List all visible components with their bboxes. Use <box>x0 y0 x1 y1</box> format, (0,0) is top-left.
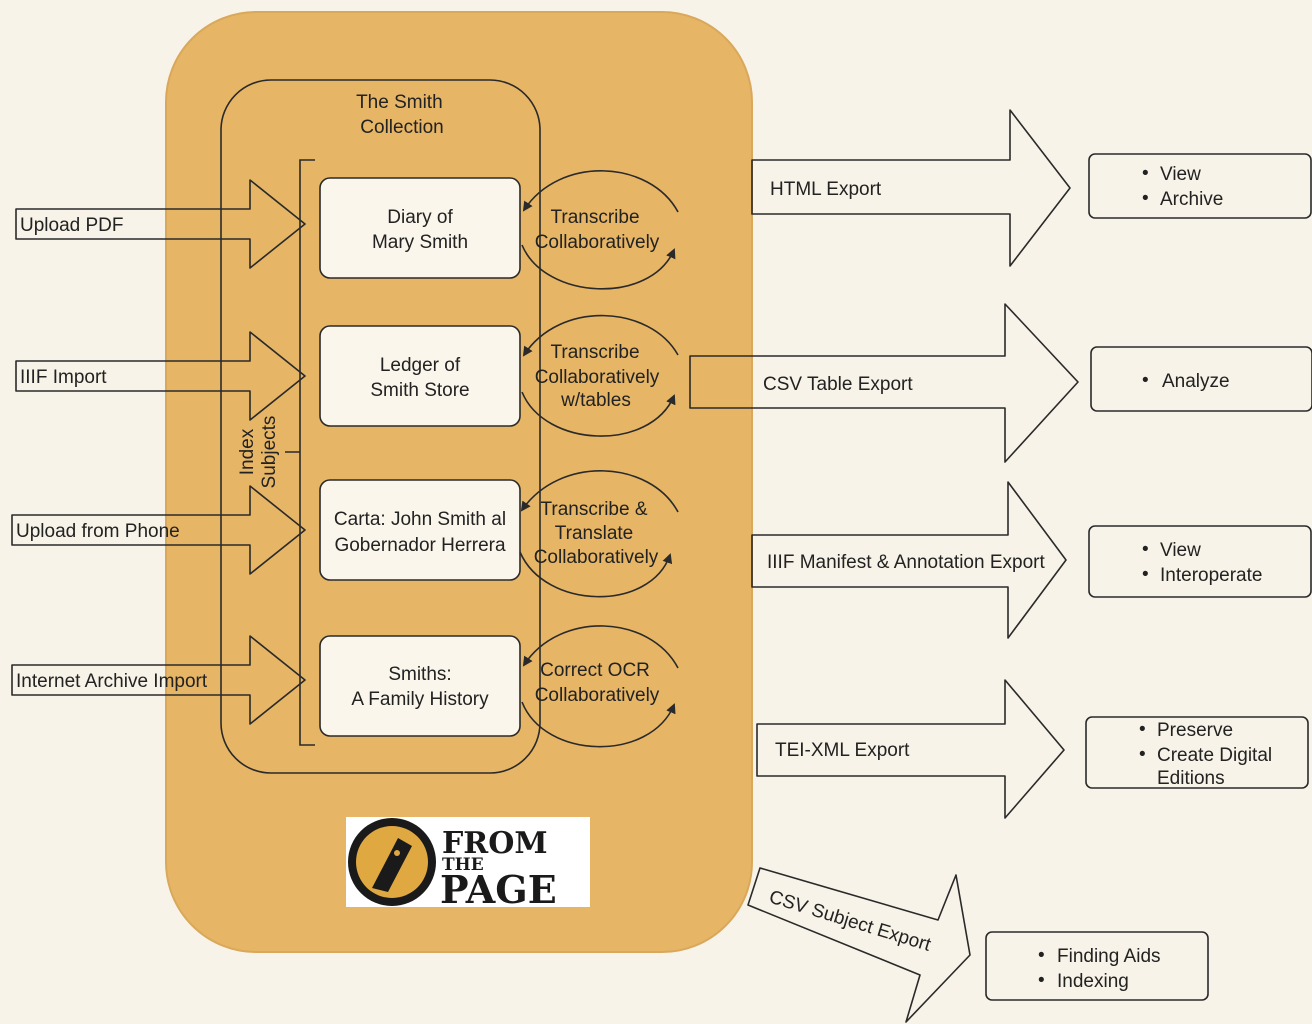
svg-text:Transcribe: Transcribe <box>550 207 639 228</box>
fromthepage-logo: FROM THE PAGE <box>346 817 590 912</box>
svg-text:Mary Smith: Mary Smith <box>372 232 468 253</box>
svg-text:Smiths:: Smiths: <box>388 664 451 685</box>
svg-text:•: • <box>1142 564 1149 585</box>
svg-text:•: • <box>1139 719 1146 740</box>
workflow-transcribe-translate: Transcribe & Translate Collaboratively <box>519 470 679 598</box>
svg-text:Index: Index <box>237 428 258 475</box>
svg-text:A Family History: A Family History <box>351 689 489 710</box>
outcome-html: • View • Archive <box>1088 153 1312 219</box>
import-upload-pdf[interactable]: Upload PDF <box>15 179 306 269</box>
svg-text:Subjects: Subjects <box>259 416 280 489</box>
svg-text:PAGE: PAGE <box>440 867 557 912</box>
outcome-iiif: • View • Interoperate <box>1088 525 1312 598</box>
svg-text:•: • <box>1139 744 1146 765</box>
svg-text:CSV Table Export: CSV Table Export <box>763 374 913 395</box>
svg-text:HTML Export: HTML Export <box>770 179 882 200</box>
svg-text:•: • <box>1142 539 1149 560</box>
index-subjects-label: Index Subjects <box>237 416 280 489</box>
export-csv-table[interactable]: CSV Table Export <box>689 303 1079 463</box>
svg-text:TEI-XML Export: TEI-XML Export <box>775 740 910 761</box>
svg-text:Ledger of: Ledger of <box>380 355 461 376</box>
export-csv-subject[interactable]: CSV Subject Export <box>747 867 971 1023</box>
svg-text:w/tables: w/tables <box>560 390 631 411</box>
import-internet-archive[interactable]: Internet Archive Import <box>11 635 306 725</box>
svg-text:View: View <box>1160 540 1201 561</box>
svg-text:•: • <box>1038 970 1045 991</box>
svg-text:Interoperate: Interoperate <box>1160 565 1262 586</box>
svg-text:Translate: Translate <box>555 523 634 544</box>
outcome-csv-subject: • Finding Aids • Indexing <box>985 931 1209 1001</box>
workflow-correct-ocr: Correct OCR Collaboratively <box>521 625 679 748</box>
svg-text:Transcribe &: Transcribe & <box>541 499 648 520</box>
svg-text:•: • <box>1142 370 1149 391</box>
svg-text:IIIF Manifest & Annotation Exp: IIIF Manifest & Annotation Export <box>767 552 1045 573</box>
collection-title: The Smith Collection <box>356 92 448 138</box>
import-iiif[interactable]: IIIF Import <box>15 331 306 421</box>
svg-text:•: • <box>1142 188 1149 209</box>
svg-text:Indexing: Indexing <box>1057 971 1129 992</box>
svg-text:Diary of: Diary of <box>387 207 453 228</box>
collection-container <box>220 79 541 774</box>
workflow-transcribe-tables: Transcribe Collaboratively w/tables <box>521 314 679 437</box>
svg-text:Collaboratively: Collaboratively <box>535 367 660 388</box>
export-iiif-manifest[interactable]: IIIF Manifest & Annotation Export <box>751 481 1067 639</box>
index-bracket <box>285 159 315 746</box>
svg-text:Gobernador Herrera: Gobernador Herrera <box>334 535 506 556</box>
export-tei-xml[interactable]: TEI-XML Export <box>756 679 1065 819</box>
svg-text:FROM: FROM <box>442 826 548 861</box>
svg-text:Upload PDF: Upload PDF <box>20 215 124 236</box>
svg-text:•: • <box>1142 163 1149 184</box>
svg-text:Correct OCR: Correct OCR <box>540 660 650 681</box>
svg-text:Preserve: Preserve <box>1157 720 1233 741</box>
svg-text:Collaboratively: Collaboratively <box>535 232 660 253</box>
svg-text:Internet Archive Import: Internet Archive Import <box>16 671 208 692</box>
svg-text:Collaboratively: Collaboratively <box>534 547 659 568</box>
svg-text:Carta: John Smith al: Carta: John Smith al <box>334 509 506 530</box>
svg-text:Upload from Phone: Upload from Phone <box>16 521 180 542</box>
export-html[interactable]: HTML Export <box>751 109 1071 267</box>
outcome-csv-table: • Analyze <box>1090 346 1312 412</box>
svg-text:Smith Store: Smith Store <box>370 380 469 401</box>
document-ledger[interactable]: Ledger of Smith Store <box>319 325 521 427</box>
svg-text:Collaboratively: Collaboratively <box>535 685 660 706</box>
svg-text:Create Digital: Create Digital <box>1157 745 1272 766</box>
outcome-tei-xml: • Preserve • Create Digital Editions <box>1085 716 1309 789</box>
svg-text:Transcribe: Transcribe <box>550 342 639 363</box>
import-upload-from-phone[interactable]: Upload from Phone <box>11 485 306 575</box>
document-diary[interactable]: Diary of Mary Smith <box>319 177 521 279</box>
svg-text:Finding Aids: Finding Aids <box>1057 946 1161 967</box>
svg-text:•: • <box>1038 945 1045 966</box>
svg-text:Editions: Editions <box>1157 768 1225 789</box>
svg-text:CSV Subject Export: CSV Subject Export <box>767 887 934 956</box>
document-carta[interactable]: Carta: John Smith al Gobernador Herrera <box>319 479 521 581</box>
svg-text:Archive: Archive <box>1160 189 1223 210</box>
document-family-history[interactable]: Smiths: A Family History <box>319 635 521 737</box>
svg-text:THE: THE <box>442 855 484 875</box>
svg-text:IIIF Import: IIIF Import <box>20 367 107 388</box>
svg-text:View: View <box>1160 164 1201 185</box>
workflow-transcribe: Transcribe Collaboratively <box>521 170 679 290</box>
svg-text:Analyze: Analyze <box>1162 371 1230 392</box>
